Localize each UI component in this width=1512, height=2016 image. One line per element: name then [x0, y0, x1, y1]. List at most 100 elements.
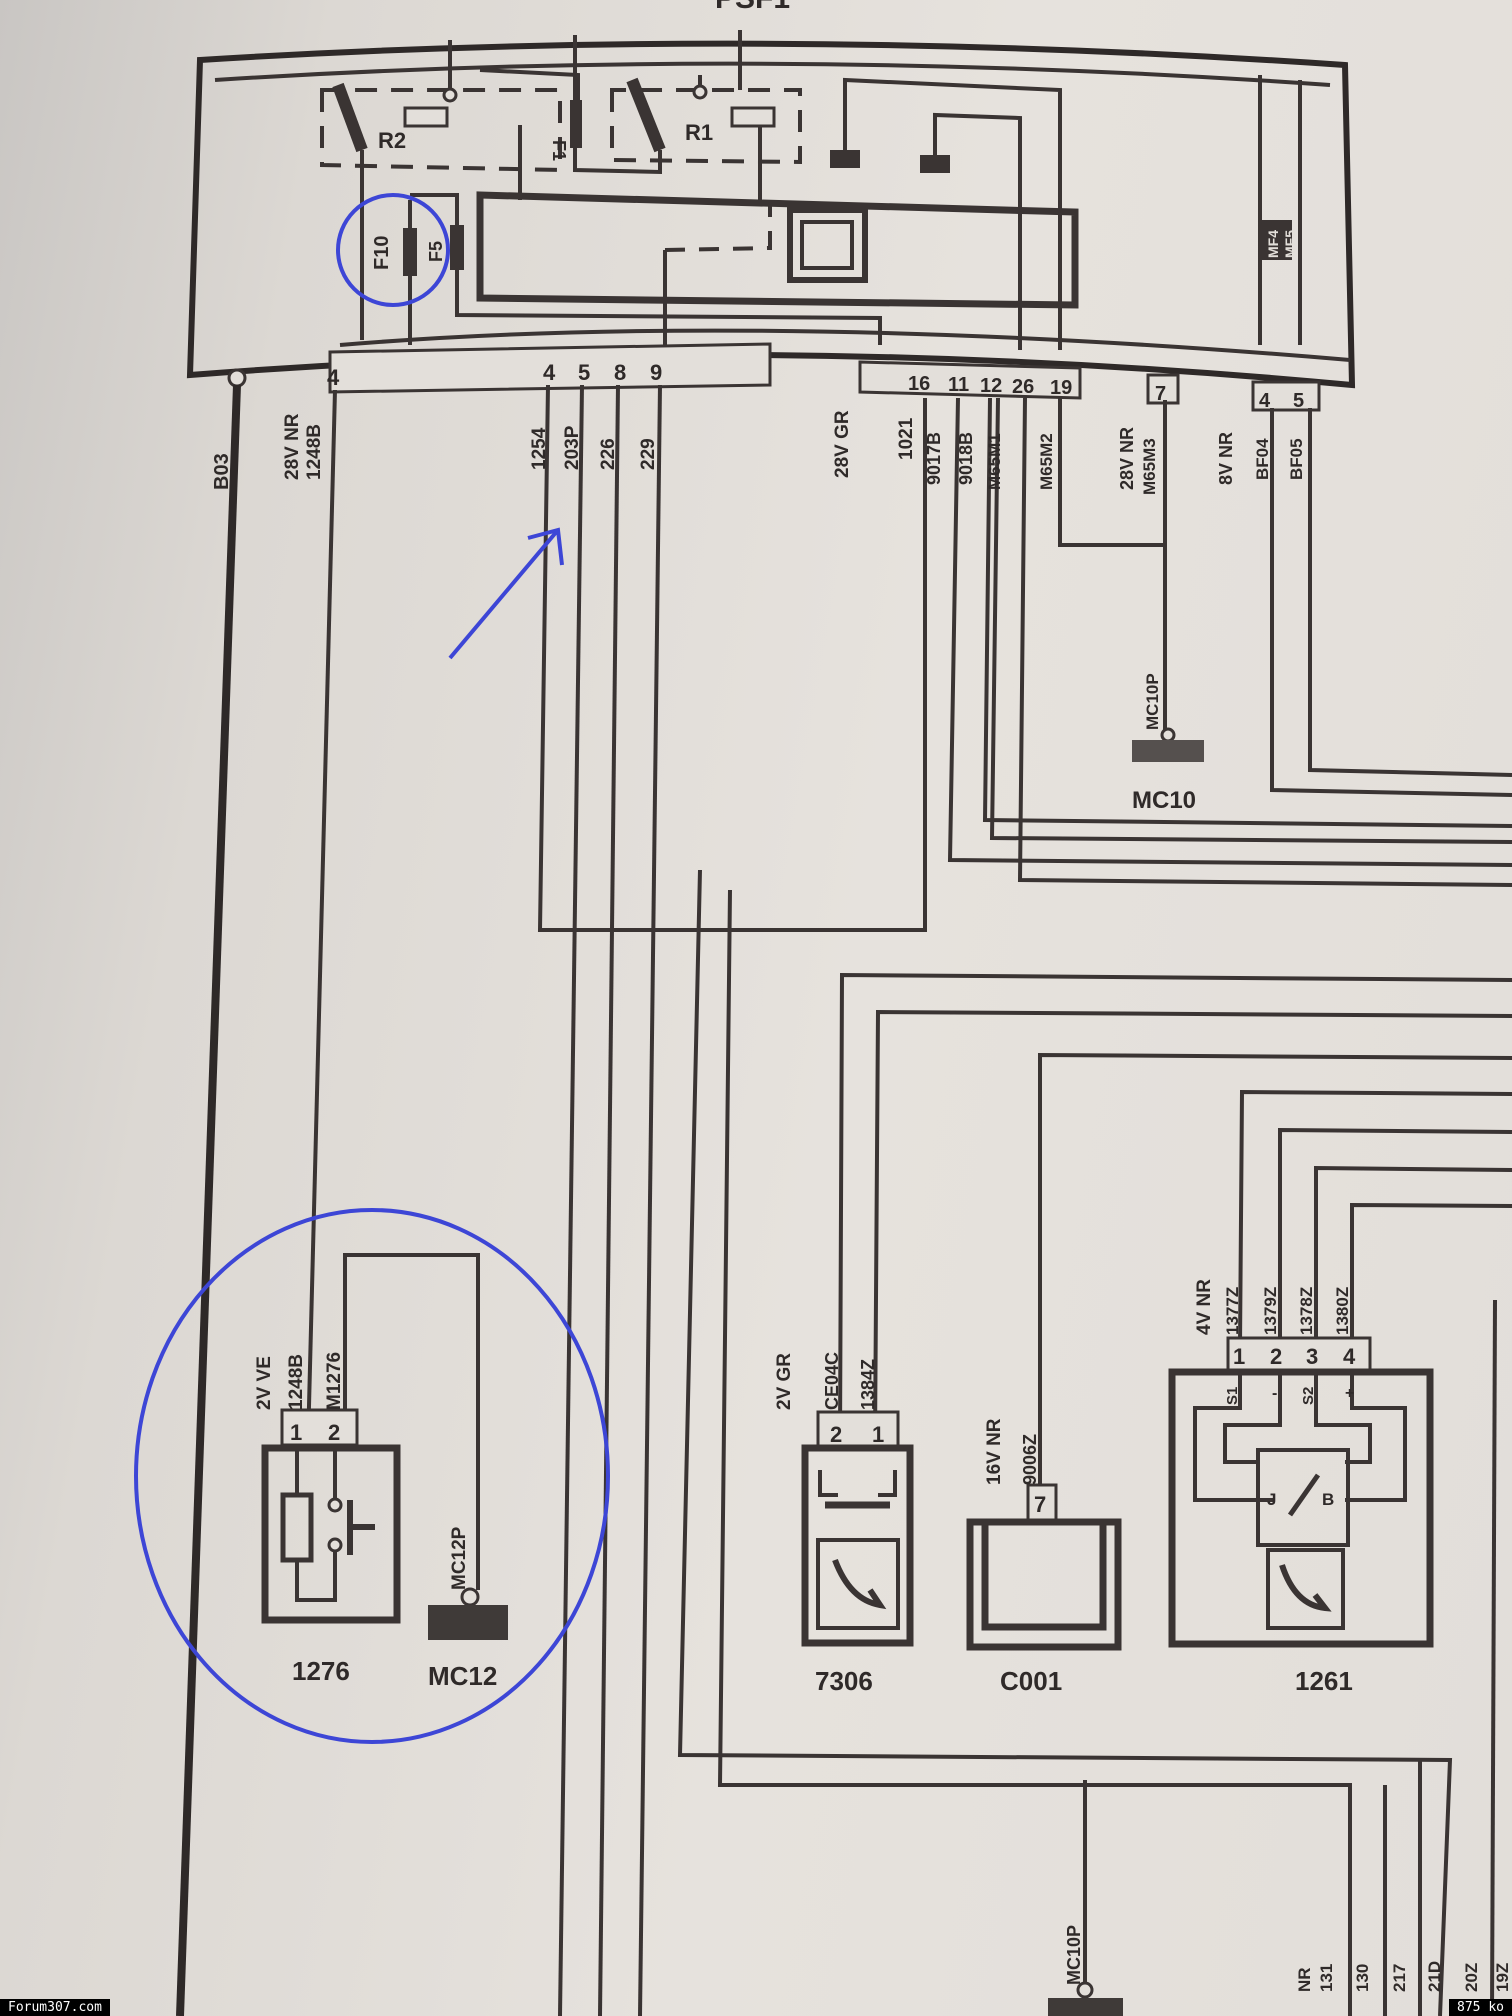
- relay-r2-label: R2: [378, 128, 406, 153]
- label-m65m2: M65M2: [1037, 433, 1056, 490]
- fuse-f5: F5: [410, 193, 882, 345]
- pin-1261-4: 4: [1343, 1344, 1356, 1369]
- label-9006z: 9006Z: [1020, 1434, 1040, 1485]
- mf-block: [1262, 220, 1292, 260]
- watermark-left: Forum307.com: [0, 1999, 110, 2016]
- pin-8: 8: [614, 360, 626, 385]
- internal-ground-2: [920, 155, 950, 173]
- terminal-minus: -: [1272, 1385, 1277, 1402]
- component-1276: 1 2 2V VE 1248B M1276 1276: [254, 1253, 480, 1686]
- component-c001: 7 16V NR 9006Z C001: [966, 1418, 1122, 1696]
- label-229: 229: [638, 438, 659, 470]
- label-28v-nr-2: 28V NR: [1117, 427, 1137, 490]
- component-7306-label: 7306: [815, 1666, 873, 1696]
- terminal-plus: +: [1345, 1385, 1354, 1402]
- component-1261-label: 1261: [1295, 1666, 1353, 1696]
- component-1276-label: 1276: [292, 1656, 350, 1686]
- pin-26: 26: [1012, 376, 1034, 398]
- label-4v-nr: 4V NR: [1194, 1279, 1215, 1335]
- relay-r1-label: R1: [685, 120, 713, 145]
- wires: [306, 384, 1512, 2016]
- bottom-mc10p-label: MC10P: [1064, 1925, 1084, 1985]
- pin-4: 4: [543, 360, 556, 385]
- pin-1261-2: 2: [1270, 1344, 1282, 1369]
- pin-9: 9: [650, 360, 662, 385]
- pin-4-left: 4: [327, 365, 340, 390]
- label-1378z: 1378Z: [1297, 1287, 1316, 1335]
- annotation-ellipse-1276: [134, 1208, 610, 1744]
- label-bf05: BF05: [1287, 438, 1306, 480]
- relay-r2: R2: [320, 40, 580, 340]
- diagram-title: PSF1: [715, 0, 790, 15]
- label-2v-gr: 2V GR: [774, 1353, 795, 1410]
- fuse-f1: F1: [549, 100, 582, 161]
- pin-1276-2: 2: [328, 1420, 340, 1445]
- watermark-right: 875 ko: [1449, 1999, 1512, 2016]
- wire-labels: 28V NR 1248B 1254 203P 226 229 28V GR 10…: [282, 410, 1306, 730]
- pin-c001-7: 7: [1034, 1492, 1046, 1517]
- label-1379z: 1379Z: [1261, 1287, 1280, 1335]
- terminal-s2: S2: [1300, 1387, 1317, 1405]
- mf4-label: MF4: [1265, 230, 1281, 258]
- component-7306: 2 1 2V GR CE04C 1384Z 7306: [774, 1352, 914, 1696]
- sensor-mark-b: B: [1322, 1490, 1334, 1509]
- label-226: 226: [598, 438, 619, 470]
- ground-mc12-wire: MC12P: [449, 1526, 470, 1590]
- pin-7: 7: [1155, 383, 1166, 405]
- fuse-f5-label: F5: [426, 241, 446, 262]
- label-1254: 1254: [529, 427, 550, 470]
- mf5-label: MF5: [1282, 230, 1298, 258]
- annotation-arrow: [448, 527, 564, 660]
- ground-mc10: MC10: [1132, 727, 1204, 814]
- label-mc10p: MC10P: [1143, 673, 1162, 730]
- bottom-label-19z: 19Z: [1493, 1963, 1512, 1992]
- fuse-f10: F10: [371, 200, 417, 345]
- annotation-circle-f10: [336, 193, 450, 307]
- terminal-s1: S1: [1224, 1387, 1241, 1405]
- label-1377z: 1377Z: [1223, 1287, 1242, 1335]
- ground-mc10-label: MC10: [1132, 787, 1196, 814]
- sensor-mark-j: J: [1267, 1490, 1276, 1509]
- pin-5-far: 5: [1293, 390, 1304, 412]
- pin-7306-1: 1: [872, 1422, 884, 1447]
- relay-r1: R1: [573, 30, 802, 200]
- bottom-label-131: 131: [1317, 1964, 1336, 1992]
- label-16v-nr: 16V NR: [984, 1418, 1005, 1485]
- label-1021: 1021: [896, 417, 917, 460]
- label-2v-ve: 2V VE: [254, 1356, 275, 1410]
- ground-mc12: MC12P MC12: [428, 1526, 508, 1691]
- label-1384z: 1384Z: [858, 1359, 878, 1410]
- label-28v-nr: 28V NR: [282, 413, 303, 480]
- pin-19: 19: [1050, 377, 1072, 399]
- label-9017b: 9017B: [924, 432, 944, 485]
- pin-16: 16: [908, 373, 930, 395]
- label-1380z: 1380Z: [1333, 1287, 1352, 1335]
- label-28v-gr: 28V GR: [832, 410, 853, 478]
- pin-1261-3: 3: [1306, 1344, 1318, 1369]
- label-1248b: 1248B: [304, 424, 325, 480]
- pin-12: 12: [980, 375, 1002, 397]
- bottom-label-21d: 21D: [1425, 1961, 1444, 1992]
- label-m65m3: M65M3: [1140, 438, 1159, 495]
- psf1-box: [186, 40, 1356, 389]
- bottom-label-20z: 20Z: [1462, 1963, 1481, 1992]
- bottom-wire-labels: NR 131 130 217 21D 20Z 19Z: [1295, 1961, 1512, 1992]
- label-203p: 203P: [562, 425, 583, 470]
- label-1276-wire-2: M1276: [324, 1352, 345, 1410]
- bottom-label-130: 130: [1353, 1964, 1372, 1992]
- fuse-f1-label: F1: [549, 140, 569, 161]
- ground-mc12-label: MC12: [428, 1661, 497, 1691]
- component-1261: 1 2 3 4 J B S1 - S2 + 4V NR 1377Z 1379Z …: [1168, 1279, 1434, 1696]
- bottom-label-nr: NR: [1295, 1967, 1314, 1992]
- pin-7306-2: 2: [830, 1422, 842, 1447]
- label-9018b: 9018B: [956, 432, 976, 485]
- bottom-ground: MC10P: [1048, 1925, 1123, 2016]
- bottom-label-217: 217: [1390, 1964, 1409, 1992]
- label-ce04c: CE04C: [822, 1352, 842, 1410]
- b03-label: B03: [211, 453, 233, 490]
- label-m65m1: M65M1: [985, 433, 1004, 490]
- label-8v-nr: 8V NR: [1216, 432, 1236, 485]
- pin-11: 11: [948, 374, 969, 396]
